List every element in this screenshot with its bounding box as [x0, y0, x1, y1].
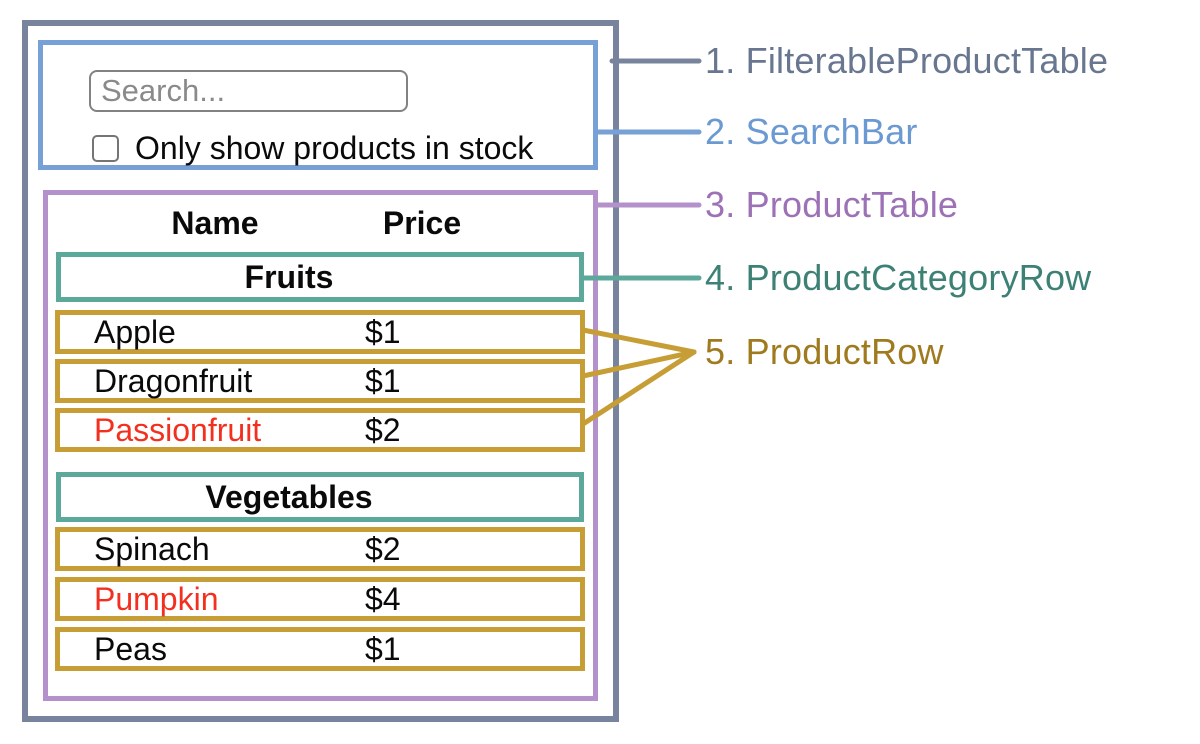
product-row: Spinach $2 — [55, 527, 585, 571]
in-stock-label: Only show products in stock — [135, 130, 534, 166]
product-name: Dragonfruit — [94, 362, 253, 399]
in-stock-filter: Only show products in stock — [92, 130, 533, 167]
product-row: Pumpkin $4 — [55, 577, 585, 621]
product-row: Peas $1 — [55, 627, 585, 671]
product-name: Peas — [94, 630, 167, 667]
legend-item-search-bar: 2. SearchBar — [705, 111, 918, 152]
category-label: Vegetables — [205, 478, 373, 515]
product-name: Passionfruit — [94, 411, 262, 448]
product-row: Dragonfruit $1 — [55, 359, 585, 403]
product-price: $2 — [365, 530, 401, 567]
legend-item-product-table: 3. ProductTable — [705, 184, 959, 225]
product-name: Spinach — [94, 530, 210, 567]
product-row: Apple $1 — [55, 310, 585, 354]
legend-item-product-category-row: 4. ProductCategoryRow — [705, 257, 1092, 298]
product-name: Apple — [94, 313, 176, 350]
search-input[interactable] — [89, 70, 408, 112]
legend-item-product-row: 5. ProductRow — [705, 331, 944, 372]
product-price: $4 — [365, 580, 401, 617]
product-name: Pumpkin — [94, 580, 219, 617]
product-table-box: Name Price Fruits Apple $1 Dragonfruit $… — [43, 190, 598, 701]
category-label: Fruits — [244, 258, 334, 295]
legend-item-filterable-product-table: 1. FilterableProductTable — [705, 40, 1109, 81]
product-price: $1 — [365, 362, 401, 399]
product-category-row: Vegetables — [56, 472, 584, 522]
product-price: $1 — [365, 313, 401, 350]
product-price: $1 — [365, 630, 401, 667]
column-header-name: Name — [171, 205, 259, 241]
product-row: Passionfruit $2 — [55, 408, 585, 452]
search-bar-box — [38, 40, 598, 170]
product-price: $2 — [365, 411, 401, 448]
column-header-price: Price — [382, 205, 462, 241]
in-stock-checkbox[interactable] — [92, 135, 119, 162]
product-category-row: Fruits — [56, 252, 584, 302]
